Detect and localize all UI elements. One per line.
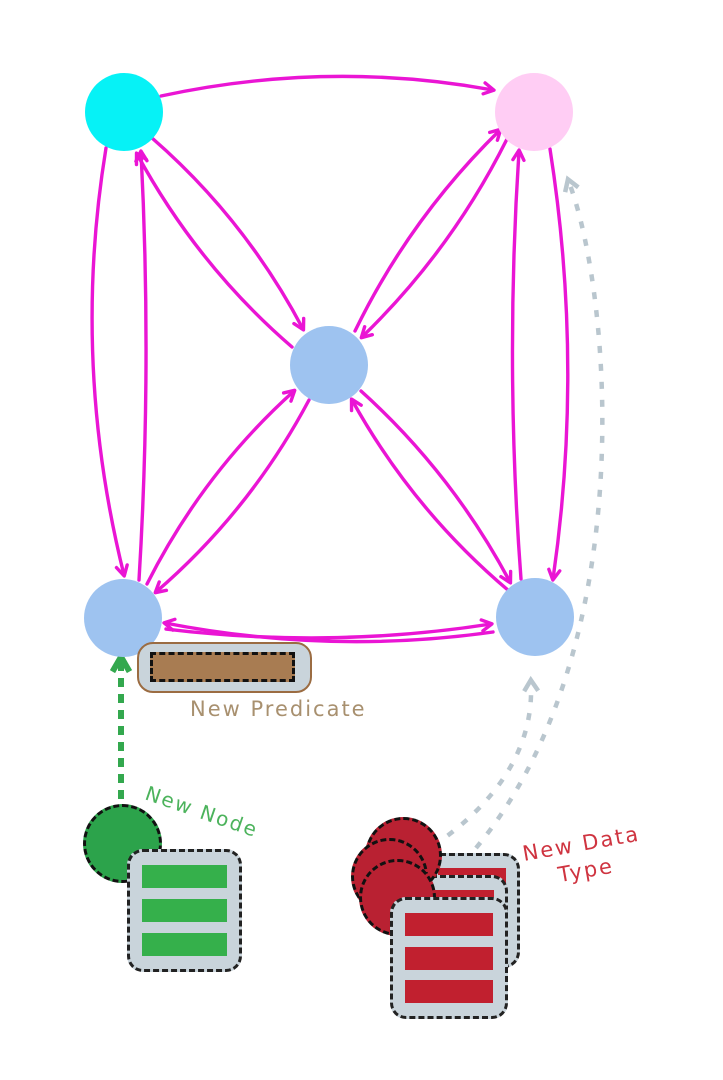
red-card-bar — [405, 913, 493, 936]
red-card-bar — [405, 946, 493, 970]
green-data-card — [127, 849, 242, 972]
gray-dashed-arrows — [431, 175, 605, 850]
magenta-edges — [90, 74, 570, 644]
edge-center-to-bottomright — [359, 389, 513, 585]
edge-center-to-bottomleft — [153, 398, 311, 595]
node-top-left — [85, 73, 163, 151]
edge-topleft-to-bottomleft — [90, 146, 129, 578]
green-card-bar — [142, 899, 227, 922]
new-predicate-inner-bar — [150, 652, 295, 682]
arrow-datastack-to-bottomright — [431, 675, 541, 848]
label-new-predicate: New Predicate — [190, 697, 367, 721]
node-center — [290, 326, 368, 404]
edge-center-to-topright — [353, 127, 503, 333]
edge-bottomright-to-center — [349, 397, 511, 593]
edge-bottomleft-to-bottomright — [164, 618, 494, 640]
edge-bottomleft-to-topleft — [134, 149, 149, 582]
green-card-bar — [142, 933, 227, 956]
edge-bottomright-to-topright — [510, 148, 526, 581]
node-bottom-right — [496, 578, 574, 656]
red-card-bar — [405, 980, 493, 1003]
edge-topright-to-bottomright — [547, 147, 570, 582]
edge-center-to-topleft — [134, 151, 294, 349]
edge-topleft-to-center — [150, 136, 306, 332]
node-new-green — [83, 804, 162, 883]
red-data-card-front — [390, 897, 508, 1019]
edge-bottomright-to-bottomleft — [162, 617, 495, 644]
green-card-bar — [142, 865, 227, 888]
node-top-right — [495, 73, 573, 151]
edge-topleft-to-topright — [159, 74, 496, 98]
arrow-datastack-to-topright — [474, 175, 605, 850]
edge-topright-to-center — [359, 137, 509, 340]
new-predicate-box — [137, 642, 312, 693]
edge-bottomleft-to-center — [145, 388, 297, 586]
